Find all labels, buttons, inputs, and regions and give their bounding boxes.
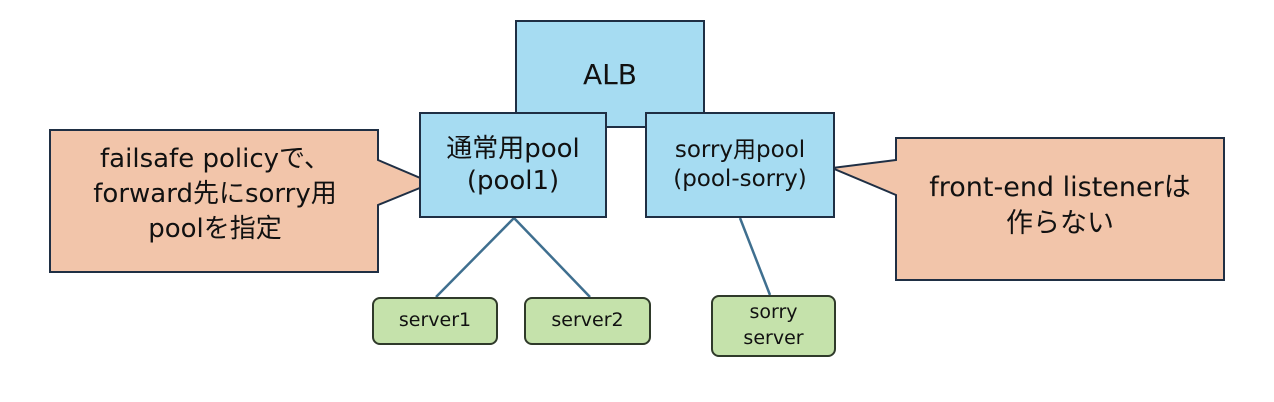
connector-pool1-server2 — [513, 217, 591, 298]
sorry-server-label-line1: sorry — [749, 301, 798, 324]
callout-left-text: failsafe policyで、 forward先にsorry用 poolを指… — [60, 142, 370, 247]
pool1-title: 通常用pool — [446, 133, 580, 164]
sorry-server-node: sorry server — [711, 295, 836, 357]
pool1-subtitle: (pool1) — [466, 166, 560, 196]
pool-sorry-node: sorry用pool (pool-sorry) — [645, 112, 835, 218]
callout-left-shape — [49, 129, 435, 273]
callout-right-line2: 作らない — [1006, 208, 1114, 240]
connector-pool1-server1 — [435, 217, 515, 298]
alb-node: ALB — [515, 20, 705, 128]
server1-label: server1 — [398, 309, 472, 332]
server1-node: server1 — [372, 297, 498, 345]
callout-left-line2: forward先にsorry用 — [93, 179, 337, 210]
server2-node: server2 — [524, 297, 651, 345]
server2-label: server2 — [551, 309, 624, 332]
callout-left-line1: failsafe policyで、 — [100, 144, 330, 174]
callout-right-line1: front-end listenerは — [929, 172, 1191, 203]
callout-left-line3: poolを指定 — [148, 214, 282, 245]
connector-poolsorry-sorryserver — [738, 217, 772, 296]
alb-label: ALB — [583, 57, 637, 91]
pool-sorry-title: sorry用pool — [674, 137, 806, 164]
pool1-node: 通常用pool (pool1) — [419, 112, 607, 218]
sorry-server-label-line2: server — [743, 327, 804, 349]
pool-sorry-subtitle: (pool-sorry) — [673, 166, 807, 192]
callout-right-shape — [828, 137, 1225, 281]
callout-right-text: front-end listenerは 作らない — [902, 170, 1218, 243]
